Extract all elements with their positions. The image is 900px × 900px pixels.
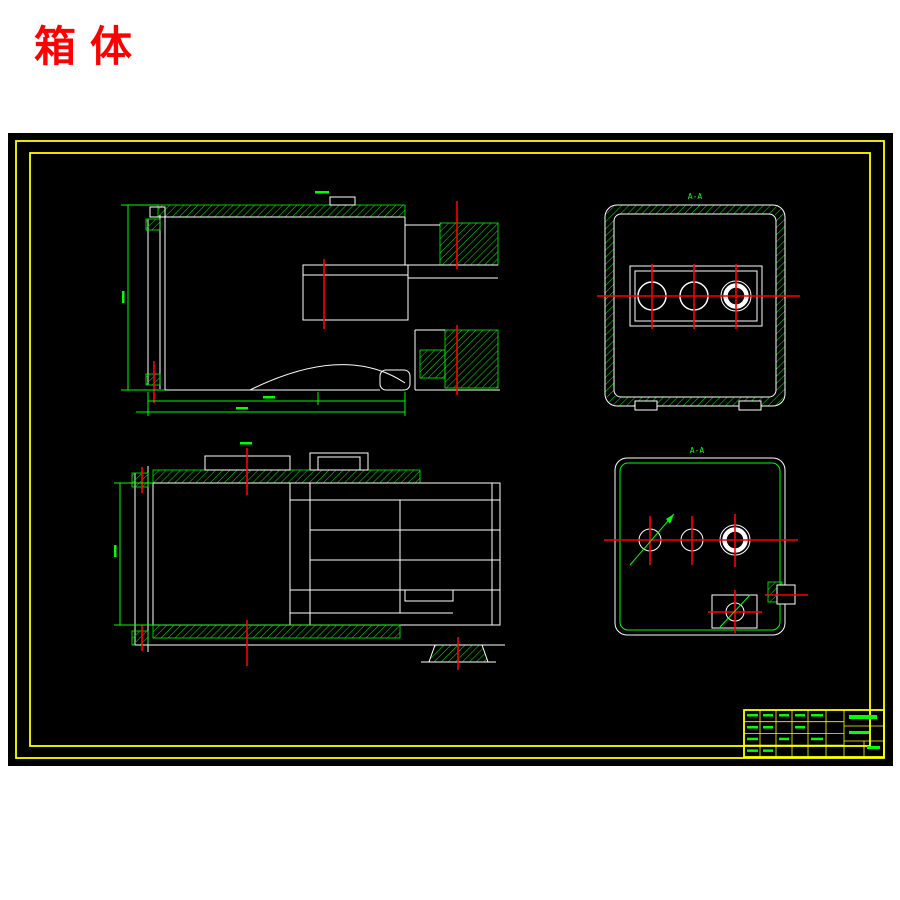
front-view-dim-text-marks bbox=[122, 191, 329, 410]
cavity-arc bbox=[249, 364, 406, 391]
right-flange-hatch-upper bbox=[439, 222, 499, 266]
plan-corner-hatch-bottom bbox=[131, 630, 149, 646]
bearing-seat-rect bbox=[302, 264, 409, 321]
end-view-label: A-A bbox=[690, 446, 705, 455]
end-section-view: A-A bbox=[597, 192, 800, 411]
plan-view bbox=[114, 442, 505, 670]
housing-outline bbox=[164, 217, 380, 391]
cad-canvas: A-A bbox=[8, 133, 893, 766]
end-view-outer-wall bbox=[614, 457, 786, 636]
plan-body-outline bbox=[152, 482, 501, 626]
inner-frame-border bbox=[29, 152, 871, 747]
end-view-inner-wall bbox=[619, 462, 781, 631]
right-flange-hatch-lower bbox=[444, 329, 499, 389]
front-view-dimensions bbox=[121, 204, 406, 416]
outer-frame-border bbox=[15, 140, 885, 759]
title-block bbox=[743, 709, 885, 758]
cad-drawing-svg: A-A bbox=[15, 140, 885, 759]
plan-top-wall-hatch bbox=[152, 469, 421, 484]
right-flange-hatch-step bbox=[419, 349, 446, 379]
section-label: A-A bbox=[688, 192, 703, 201]
end-section-inner-wall bbox=[613, 213, 777, 398]
end-section-centerlines bbox=[597, 264, 800, 329]
title-block-grid bbox=[744, 710, 884, 757]
drain-boss bbox=[379, 369, 411, 391]
plan-pocket bbox=[404, 590, 454, 602]
top-left-step bbox=[149, 206, 166, 218]
flange-hatch-top bbox=[145, 218, 161, 231]
end-section-wall-hatch bbox=[605, 205, 785, 406]
end-section-outer-wall bbox=[604, 204, 786, 407]
top-boss bbox=[329, 196, 356, 206]
flange-hatch-bottom bbox=[145, 373, 161, 386]
drawing-title: 箱体 bbox=[34, 22, 147, 71]
plan-dim-text-mark bbox=[114, 545, 117, 557]
leader-line bbox=[629, 513, 675, 566]
plan-bottom-wall-hatch bbox=[152, 624, 401, 639]
plan-corner-hatch-top bbox=[131, 472, 149, 488]
leader-line bbox=[719, 594, 751, 628]
front-section-view bbox=[121, 191, 500, 416]
foot-right bbox=[738, 400, 762, 411]
plan-boss-right bbox=[309, 452, 369, 471]
end-view-centerlines bbox=[604, 514, 798, 567]
title-block-text-marks bbox=[747, 714, 880, 752]
plan-view-centerlines bbox=[141, 448, 459, 670]
plan-dim-text-mark bbox=[240, 442, 252, 445]
front-view-centerlines bbox=[153, 201, 458, 403]
top-wall-hatch-region bbox=[157, 204, 406, 218]
foot-left bbox=[634, 400, 658, 411]
plan-view-dimensions bbox=[114, 482, 153, 626]
leader-arrowhead bbox=[666, 514, 674, 524]
end-view: A-A bbox=[604, 446, 808, 636]
